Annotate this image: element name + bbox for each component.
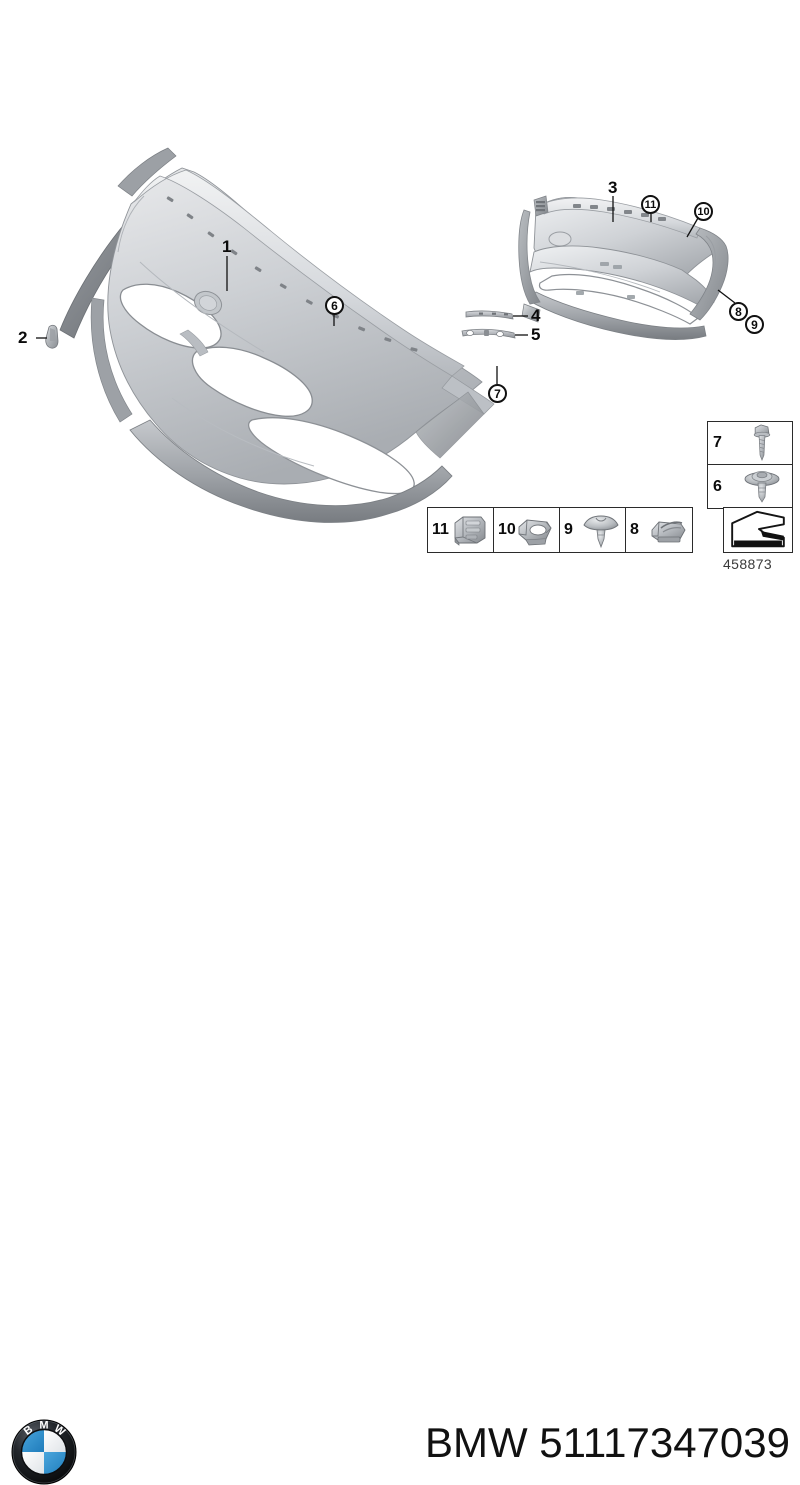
legend-cell-8: 8 [626,508,692,552]
bracket-icon [454,516,486,546]
part-3-side-bumper-section [518,195,729,340]
expanding-rivet-icon [744,471,780,503]
callout-1: 1 [222,237,232,256]
direction-arrow-box [723,507,793,553]
clamp-icon [651,521,686,543]
legend-number-9: 9 [564,521,573,538]
legend-number-10: 10 [498,521,516,538]
legend-cell-11: 11 [428,508,494,552]
legend-cell-9: 9 [560,508,626,552]
fastener-legend-number-7: 7 [713,434,722,451]
footer-bar: B M W BMW 51117347039 [0,700,800,1485]
part-number-label: BMW 51117347039 [424,1419,790,1466]
direction-arrow-icon [731,510,785,548]
fastener-legend-cell-6: 6 [708,465,792,508]
callout-10-circle: 10 [694,202,713,221]
callout-4: 4 [531,306,541,325]
diagram-illustration [36,147,736,523]
part-5-lower-strip [461,328,516,339]
fastener-legend-number-6: 6 [713,477,722,495]
part-2-clip-bracket [45,324,59,349]
screw-icon [753,424,771,462]
diagram-id-label: 458873 [723,556,773,572]
callout-3: 3 [608,178,618,197]
callout-9-circle: 9 [745,315,764,334]
callout-7-circle: 7 [488,384,507,403]
part-4-upper-strip [465,310,514,320]
legend-number-11: 11 [432,521,449,538]
callout-5: 5 [531,325,541,344]
rivet-icon [583,515,619,549]
legend-number-8: 8 [630,521,639,538]
fastener-legend-cell-7: 7 [708,422,792,465]
fastener-legend-box: 7 [707,421,793,509]
callout-6-circle: 6 [325,296,344,315]
legend-cell-10: 10 [494,508,560,552]
callout-2: 2 [18,328,28,347]
callout-8-circle: 8 [729,302,748,321]
parts-legend-row: 11 10 [427,507,693,553]
clip-icon [518,519,552,546]
callout-11-circle: 11 [641,195,660,214]
part-1-front-bumper-panel [59,147,495,523]
leader-lines [36,196,736,384]
parts-diagram-page: 1 2 3 4 5 6 7 8 9 10 11 7 [0,147,800,1485]
